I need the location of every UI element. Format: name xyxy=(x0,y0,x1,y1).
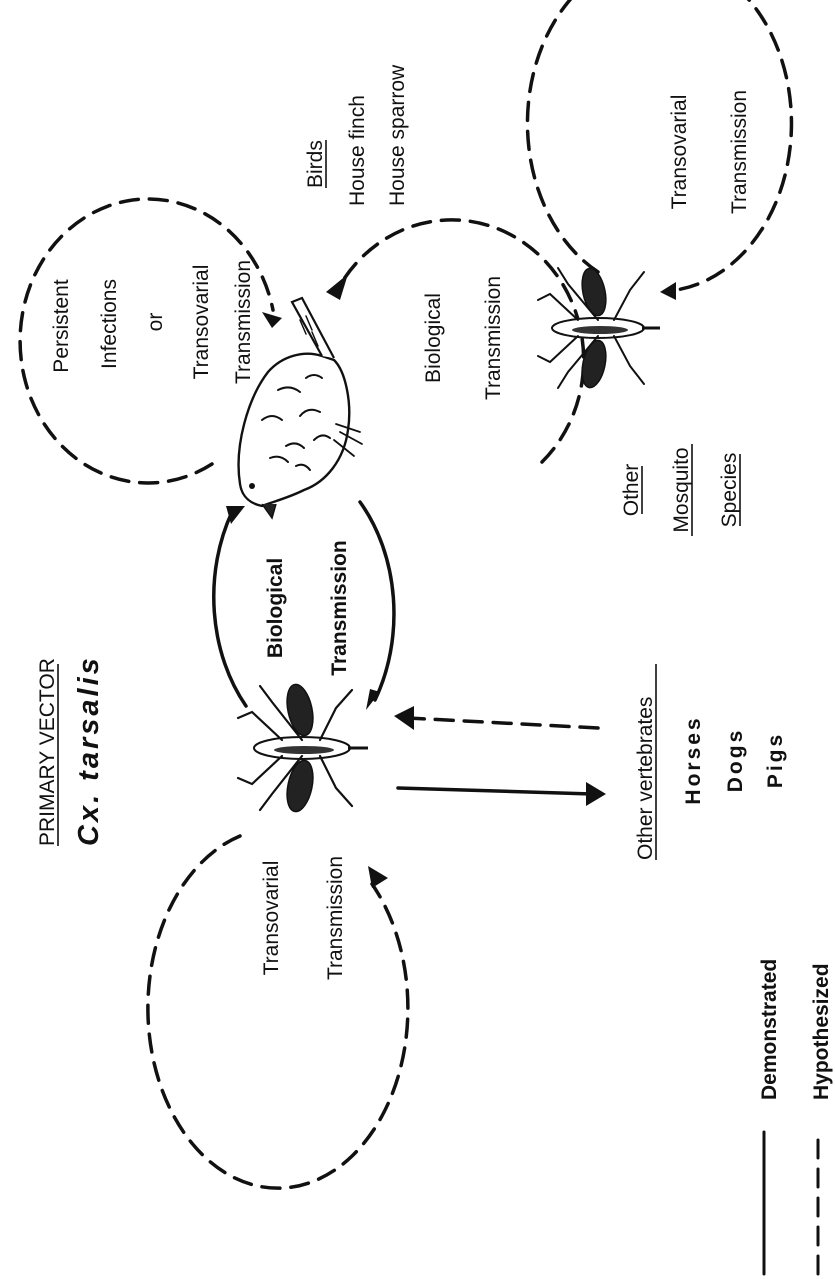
vector-to-bird-arrowhead xyxy=(226,506,245,524)
bird-self-cycle-label-1: Persistent xyxy=(50,279,73,373)
primary-vector-heading: PRIMARY VECTOR xyxy=(36,658,59,846)
other-vertebrates-heading: Other vertebrates xyxy=(634,697,657,860)
mosquito-transovarial-arc xyxy=(525,0,794,292)
other-vertebrates-item-3: Pigs xyxy=(764,732,787,788)
bird-persistent-arc xyxy=(18,197,275,485)
primary-vector-mosquito-icon xyxy=(236,683,368,813)
vector-self-cycle-label-2: Transmission xyxy=(324,856,347,980)
vector-transovarial-arc xyxy=(146,834,410,1190)
other-vertebrates-item-1: Horses xyxy=(682,715,705,804)
other-mosquito-icon xyxy=(537,267,660,389)
bird-persistent-arrowhead xyxy=(262,312,282,328)
birds-item-2: House sparrow xyxy=(386,64,409,206)
vector-bird-cycle-label-2: Transmission xyxy=(328,540,351,675)
other-mosquito-label-3: Species xyxy=(718,453,741,528)
bird-self-cycle-label-2: Infections xyxy=(98,279,121,369)
vector-to-bird-arc xyxy=(212,510,248,708)
vector-bird-cycle-label-1: Biological xyxy=(264,558,287,658)
primary-vector-species: Cx. tarsalis xyxy=(73,655,105,846)
vertebrates-to-vector-arrowhead xyxy=(394,706,414,730)
mosquito-bird-cycle-label-2: Transmission xyxy=(482,276,505,400)
legend-demonstrated-label: Demonstrated xyxy=(758,959,781,1100)
bird-to-vector-arc xyxy=(358,500,396,702)
vector-to-vertebrates-arrow xyxy=(396,786,594,796)
bird-self-cycle-label-5: Transmission xyxy=(232,260,255,384)
mosquito-self-cycle-label-2: Transmission xyxy=(728,90,751,214)
birds-item-1: House finch xyxy=(346,95,369,206)
legend-hypothesized-label: Hypothesized xyxy=(810,963,833,1100)
vertebrates-to-vector-arrow xyxy=(406,716,600,730)
bird-to-vector-arrowhead xyxy=(366,689,380,710)
other-vertebrates-item-2: Dogs xyxy=(724,728,747,793)
other-mosquito-label-1: Other xyxy=(620,464,643,517)
bird-self-cycle-label-4: Transovarial xyxy=(190,265,213,380)
bird-icon xyxy=(237,296,363,520)
vector-self-cycle-label-1: Transovarial xyxy=(260,861,283,976)
birds-heading: Birds xyxy=(304,140,327,188)
other-mosquito-label-2: Mosquito xyxy=(670,447,693,532)
mosquito-self-cycle-label-1: Transovarial xyxy=(668,95,691,210)
bird-self-cycle-label-3: or xyxy=(144,313,167,332)
vector-to-vertebrates-arrowhead xyxy=(586,782,606,806)
mosquito-transovarial-arrowhead xyxy=(660,282,676,300)
mosquito-to-bird-arc xyxy=(340,218,586,464)
mosquito-to-bird-arrowhead xyxy=(326,274,348,300)
vector-transovarial-arrowhead xyxy=(368,866,388,888)
mosquito-bird-cycle-label-1: Biological xyxy=(422,293,445,383)
